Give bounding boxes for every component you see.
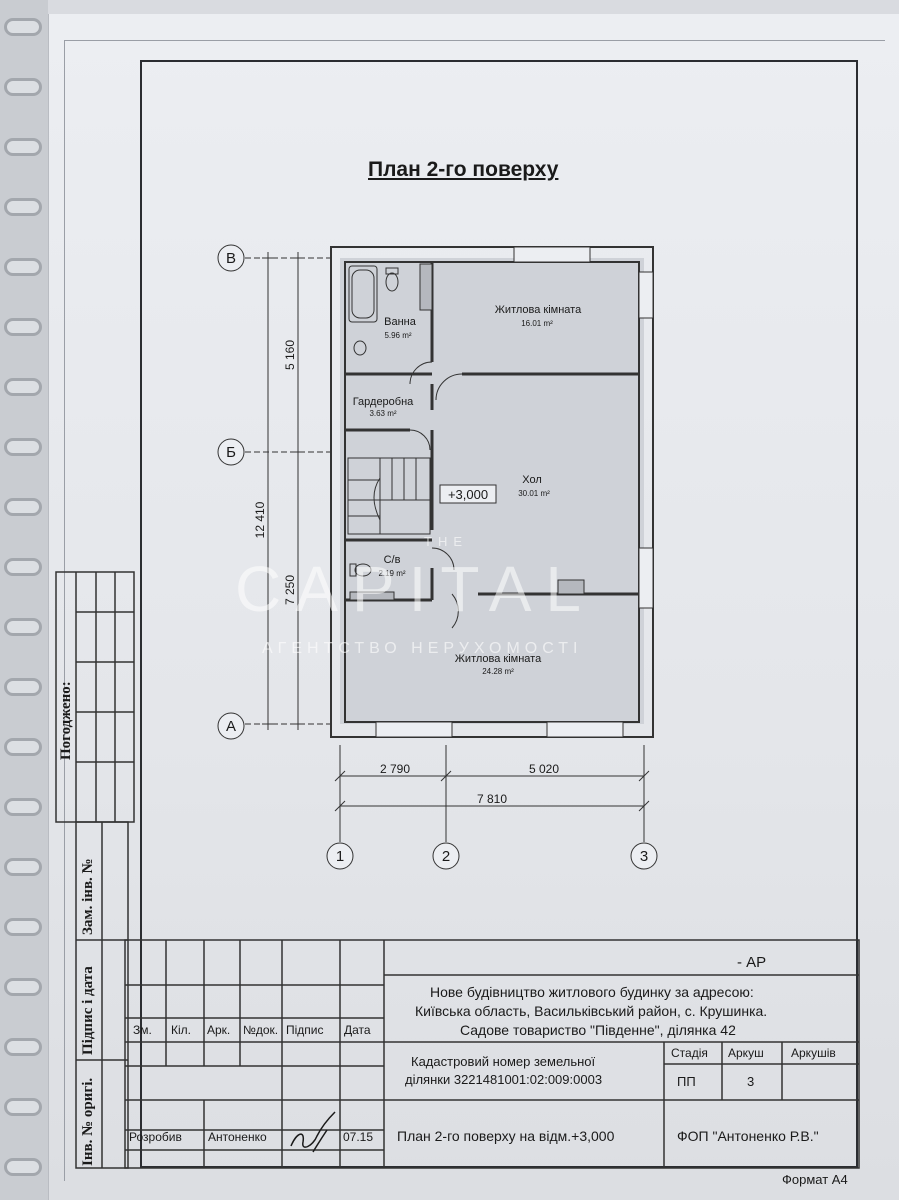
sheet-value: 3: [747, 1074, 755, 1089]
stage-label: Стадія: [671, 1046, 708, 1060]
binder-ring: [4, 558, 42, 576]
binder-ring: [4, 678, 42, 696]
axis-label-3: 3: [640, 848, 648, 865]
binder-ring: [4, 618, 42, 636]
binder-ring: [4, 78, 42, 96]
sheets-label: Аркушів: [791, 1046, 836, 1060]
axis-label-1: 1: [336, 848, 344, 865]
col-header-sheet: Арк.: [207, 1023, 231, 1037]
axis-bubble-b: [217, 438, 245, 466]
drawing-title: План 2-го поверху: [368, 158, 559, 181]
dimension-lines: [245, 252, 650, 842]
room-area-wc: 2.19 m²: [378, 569, 405, 578]
room-name-wc: С/в: [384, 554, 401, 566]
room-labels: Ванна 5.96 m² Житлова кімната 16.01 m² Г…: [353, 304, 582, 676]
level-mark: +3,000: [448, 487, 488, 502]
stair: [347, 457, 431, 535]
sheet-title: План 2-го поверху на відм.+3,000: [397, 1128, 615, 1144]
binder-ring: [4, 138, 42, 156]
dim-vertical-top: 5 160: [283, 340, 297, 370]
dimension-texts: 12 410 5 160 7 250 2 790 5 020 7 810: [253, 340, 559, 806]
axis-label-2: 2: [442, 848, 450, 865]
title-block: - АР Нове будівництво житлового будинку …: [125, 940, 859, 1168]
sheet-label: Аркуш: [728, 1046, 764, 1060]
col-header-qty: Кіл.: [171, 1023, 191, 1037]
axis-markers: [217, 244, 658, 870]
room-area-hall: 30.01 m²: [518, 489, 550, 498]
dim-horizontal-right: 5 020: [529, 762, 559, 776]
binder-ring: [4, 738, 42, 756]
room-name-bath: Ванна: [384, 316, 417, 328]
binder-ring: [4, 1158, 42, 1176]
binder-ring: [4, 918, 42, 936]
axis-label-v: В: [226, 250, 236, 267]
axis-labels: В Б А 1 2 3: [226, 250, 648, 865]
col-header-doc: №док.: [243, 1023, 279, 1037]
room-name-living-top: Житлова кімната: [495, 304, 582, 316]
dim-horizontal-total: 7 810: [477, 792, 507, 806]
stage-value: ПП: [677, 1074, 696, 1089]
col-header-date: Дата: [344, 1023, 371, 1037]
room-area-wardrobe: 3.63 m²: [369, 409, 396, 418]
bath-fixtures: [348, 265, 399, 577]
project-line-1: Нове будівництво житлового будинку за ад…: [430, 984, 754, 1000]
developed-label: Розробив: [129, 1130, 182, 1144]
watermark-subtitle: АГЕНТСТВО НЕРУХОМОСТІ: [262, 640, 583, 657]
project-line-3: Садове товариство "Південне", ділянка 42: [460, 1022, 736, 1038]
room-area-bath: 5.96 m²: [384, 331, 411, 340]
binder-ring: [4, 498, 42, 516]
develop-date: 07.15: [343, 1130, 374, 1144]
binder-ring: [4, 258, 42, 276]
binder-ring: [4, 858, 42, 876]
format-label: Формат А4: [782, 1172, 848, 1187]
binder-ring: [4, 438, 42, 456]
axis-label-b: Б: [226, 444, 236, 461]
room-area-living-top: 16.01 m²: [521, 319, 553, 328]
binder-ring: [4, 978, 42, 996]
col-header-signature: Підпис: [286, 1023, 324, 1037]
cadastral-line-2: ділянки 3221481001:02:009:0003: [405, 1072, 603, 1087]
hatched-walls: [349, 263, 585, 601]
axis-bubble-2: [432, 842, 460, 870]
binder-ring: [4, 1038, 42, 1056]
binder-ring: [4, 318, 42, 336]
room-name-hall: Хол: [522, 474, 542, 486]
room-name-wardrobe: Гардеробна: [353, 396, 414, 408]
window-openings: [375, 246, 654, 738]
outer-frame: [64, 40, 885, 1181]
level-mark-box: [439, 484, 497, 504]
watermark-top: THE: [424, 534, 468, 549]
inner-frame: [140, 60, 858, 1168]
doors: [409, 361, 463, 629]
dim-horizontal-left: 2 790: [380, 762, 410, 776]
cadastral-line-1: Кадастровий номер земельної: [411, 1054, 596, 1069]
axis-bubble-a: [217, 712, 245, 740]
axis-label-a: А: [226, 718, 236, 735]
binder-ring: [4, 18, 42, 36]
col-header-change: Зм.: [133, 1023, 152, 1037]
dim-vertical-bottom: 7 250: [283, 575, 297, 605]
room-area-living-bottom: 24.28 m²: [482, 667, 514, 676]
project-line-2: Київська область, Васильківський район, …: [415, 1003, 768, 1019]
axis-bubble-3: [630, 842, 658, 870]
dim-vertical-total: 12 410: [253, 501, 267, 538]
developer-name: Антоненко: [208, 1130, 267, 1144]
company-name: ФОП "Антоненко Р.В.": [677, 1128, 819, 1144]
axis-bubble-1: [326, 842, 354, 870]
axis-bubble-v: [217, 244, 245, 272]
binder-ring: [4, 378, 42, 396]
room-name-living-bottom: Житлова кімната: [455, 653, 542, 665]
doc-code: - АР: [737, 954, 767, 971]
outer-walls: [330, 246, 654, 738]
signature-mark: [290, 1111, 336, 1153]
binder-ring: [4, 198, 42, 216]
binder-ring: [4, 1098, 42, 1116]
binder-ring: [4, 798, 42, 816]
